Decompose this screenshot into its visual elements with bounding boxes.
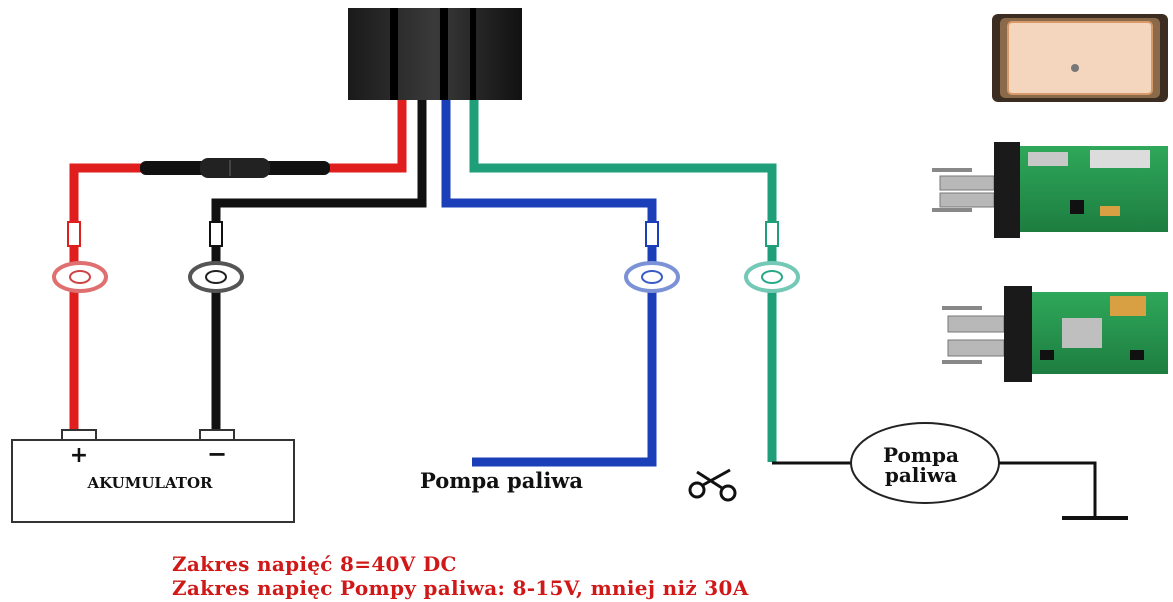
green-wire bbox=[469, 100, 777, 462]
blue-wire bbox=[441, 100, 657, 467]
battery-minus-label: − bbox=[207, 440, 227, 468]
scissors-icon bbox=[688, 468, 737, 502]
ring-terminal-green bbox=[744, 261, 800, 293]
tracker-unit bbox=[348, 8, 522, 100]
battery: + − AKUMULATOR bbox=[11, 429, 295, 523]
red-wire bbox=[69, 100, 407, 430]
fuel-pump-label-line1: Pompa bbox=[883, 443, 959, 467]
battery-plus-label: + bbox=[70, 443, 88, 468]
relay-module-top bbox=[932, 142, 1168, 238]
black-wire bbox=[211, 100, 427, 430]
battery-label: AKUMULATOR bbox=[87, 474, 214, 492]
ring-terminal-blue bbox=[624, 261, 680, 293]
relay-module-bottom bbox=[942, 286, 1168, 382]
gps-antenna-module bbox=[992, 14, 1168, 102]
wire-sleeves bbox=[67, 221, 779, 247]
fuse-holder bbox=[140, 158, 330, 178]
voltage-range-note: Zakres napięć 8=40V DC bbox=[172, 552, 457, 576]
pump-cut-label: Pompa paliwa bbox=[420, 468, 583, 493]
fuel-pump: Pompa paliwa bbox=[850, 422, 1000, 504]
ground-icon bbox=[999, 461, 1128, 520]
fuel-pump-label-line2: paliwa bbox=[885, 463, 957, 487]
ring-terminal-black bbox=[188, 261, 244, 293]
ring-terminal-red bbox=[52, 261, 108, 293]
pump-voltage-note: Zakres napięc Pompy paliwa: 8-15V, mniej… bbox=[172, 576, 749, 600]
